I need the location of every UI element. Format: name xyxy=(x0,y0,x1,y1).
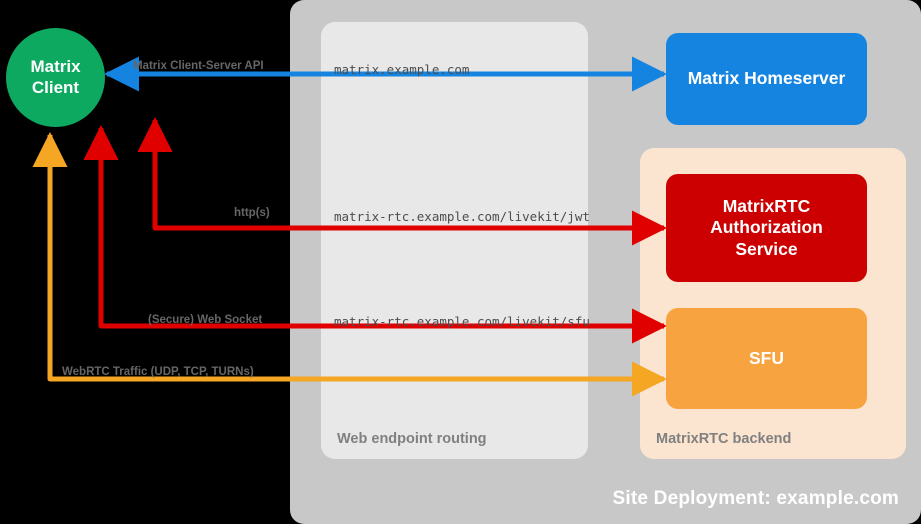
web-endpoint-routing-panel: Web endpoint routing xyxy=(321,22,588,459)
matrixrtc-backend-label: MatrixRTC backend xyxy=(656,431,792,447)
node-matrix-homeserver[interactable]: Matrix Homeserver xyxy=(666,33,867,125)
label-matrix-client-server-api: Matrix Client-Server API xyxy=(133,60,264,72)
label-webrtc-traffic: WebRTC Traffic (UDP, TCP, TURNs) xyxy=(62,366,254,378)
label-web-socket: (Secure) Web Socket xyxy=(148,314,263,326)
auth-service-label-line2: Authorization xyxy=(710,217,823,238)
node-matrix-client[interactable]: Matrix Client xyxy=(6,28,105,127)
sfu-label: SFU xyxy=(749,347,784,368)
endpoint-livekit-sfu: matrix-rtc.example.com/livekit/sfu xyxy=(334,314,590,329)
matrix-homeserver-label: Matrix Homeserver xyxy=(687,68,846,89)
node-matrixrtc-authorization-service[interactable]: MatrixRTC Authorization Service xyxy=(666,174,867,282)
auth-service-label-line1: MatrixRTC xyxy=(722,195,811,216)
node-sfu[interactable]: SFU xyxy=(666,308,867,409)
site-deployment-label: Site Deployment: example.com xyxy=(612,488,899,509)
label-https: http(s) xyxy=(234,207,270,219)
auth-service-label-line3: Service xyxy=(735,238,798,259)
endpoint-livekit-jwt: matrix-rtc.example.com/livekit/jwt xyxy=(334,209,590,224)
matrix-client-label-line1: Matrix xyxy=(30,56,81,76)
endpoint-matrix-example-com: matrix.example.com xyxy=(334,62,470,77)
matrix-client-label-line2: Client xyxy=(31,77,80,97)
web-endpoint-routing-label: Web endpoint routing xyxy=(337,431,487,447)
